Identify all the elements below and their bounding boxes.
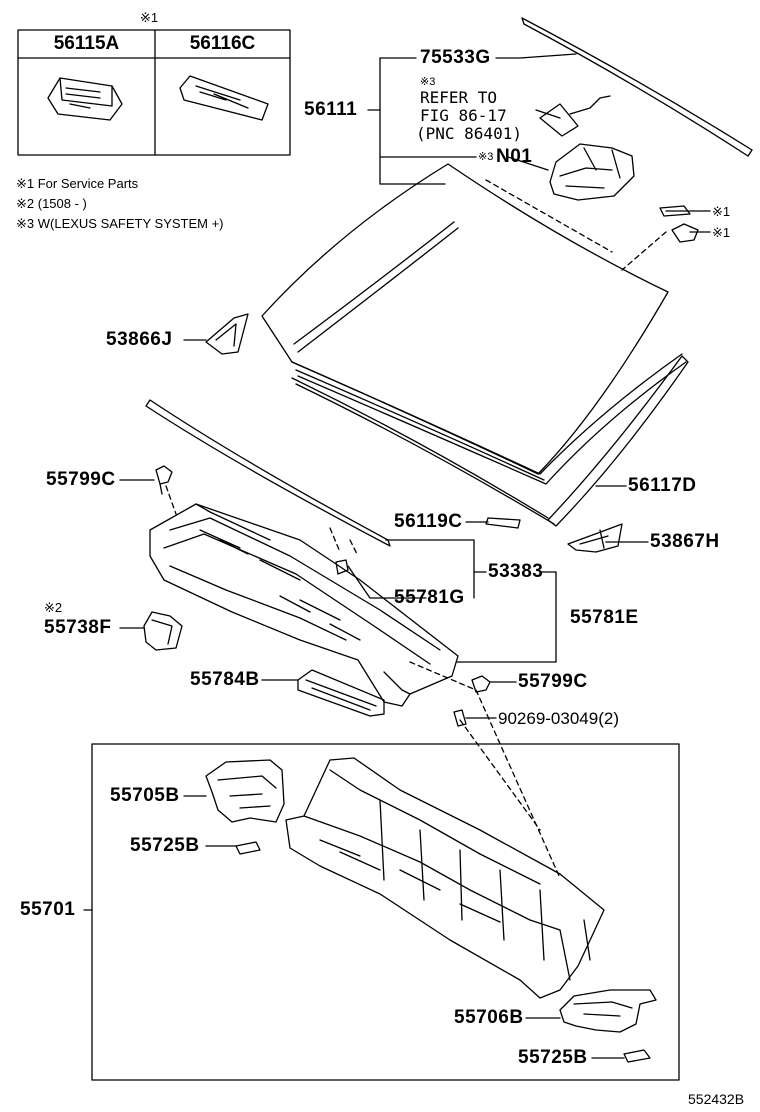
figure-id: 552432B: [688, 1091, 745, 1107]
label-N01: N01: [496, 146, 533, 167]
bracket-55705B: [205, 759, 285, 823]
refer-line-3: (PNC 86401): [416, 124, 522, 143]
dash-panel-55701: [285, 757, 605, 999]
camera-bracket-n01: [539, 95, 635, 201]
piece-53866J: [205, 313, 249, 355]
service-parts-box: [17, 29, 291, 156]
refer-line-1: REFER TO: [420, 88, 498, 107]
service-box-mark: ※1: [140, 10, 159, 25]
bracket-55738F: [143, 611, 183, 651]
label-53383: 53383: [488, 561, 544, 582]
label-55725B-lower: 55725B: [518, 1047, 588, 1068]
molding-75533G: [521, 17, 753, 157]
seal-56119C: [145, 399, 391, 547]
lower-group-box: [91, 743, 680, 1081]
cowl-top-panel: [149, 503, 459, 707]
bracket-55706B: [559, 989, 657, 1033]
clip2-mark: ※1: [712, 225, 731, 240]
n01-mark: ※3: [478, 151, 494, 163]
service-col2-label: 56116C: [189, 33, 256, 54]
label-53866J: 53866J: [106, 329, 173, 350]
label-55799C-lower: 55799C: [518, 671, 588, 692]
label-55738F: 55738F: [44, 617, 112, 638]
label-53867H: 53867H: [650, 531, 720, 552]
label-90269-03049: 90269-03049(2): [498, 709, 619, 728]
windshield-glass: [261, 163, 687, 485]
label-55784B: 55784B: [190, 669, 260, 690]
clip1-mark: ※1: [712, 204, 731, 219]
note-1: ※1 For Service Parts: [16, 176, 139, 191]
piece-53867H: [567, 523, 623, 553]
label-56111: 56111: [304, 99, 358, 120]
label-55701: 55701: [20, 899, 76, 920]
clip-shape-2: [671, 223, 699, 243]
refer-mark: ※3: [420, 76, 436, 88]
bracket-55738F-mark: ※2: [44, 600, 63, 615]
label-55781G: 55781G: [394, 587, 465, 608]
label-75533G: 75533G: [420, 47, 491, 68]
refer-line-2: FIG 86-17: [420, 106, 507, 125]
label-56119C: 56119C: [394, 511, 463, 532]
clip-shape-1: [659, 205, 691, 217]
panel-55784B: [297, 669, 385, 717]
note-2: ※2 (1508 - ): [16, 196, 87, 211]
service-col1-label: 56115A: [53, 33, 120, 54]
label-55725B-upper: 55725B: [130, 835, 200, 856]
note-3: ※3 W(LEXUS SAFETY SYSTEM +): [16, 216, 224, 231]
label-56117D: 56117D: [628, 475, 697, 496]
molding-56117D: [547, 355, 689, 527]
label-55706B: 55706B: [454, 1007, 524, 1028]
label-55705B: 55705B: [110, 785, 180, 806]
label-55799C-upper: 55799C: [46, 469, 116, 490]
label-55781E: 55781E: [570, 607, 639, 628]
